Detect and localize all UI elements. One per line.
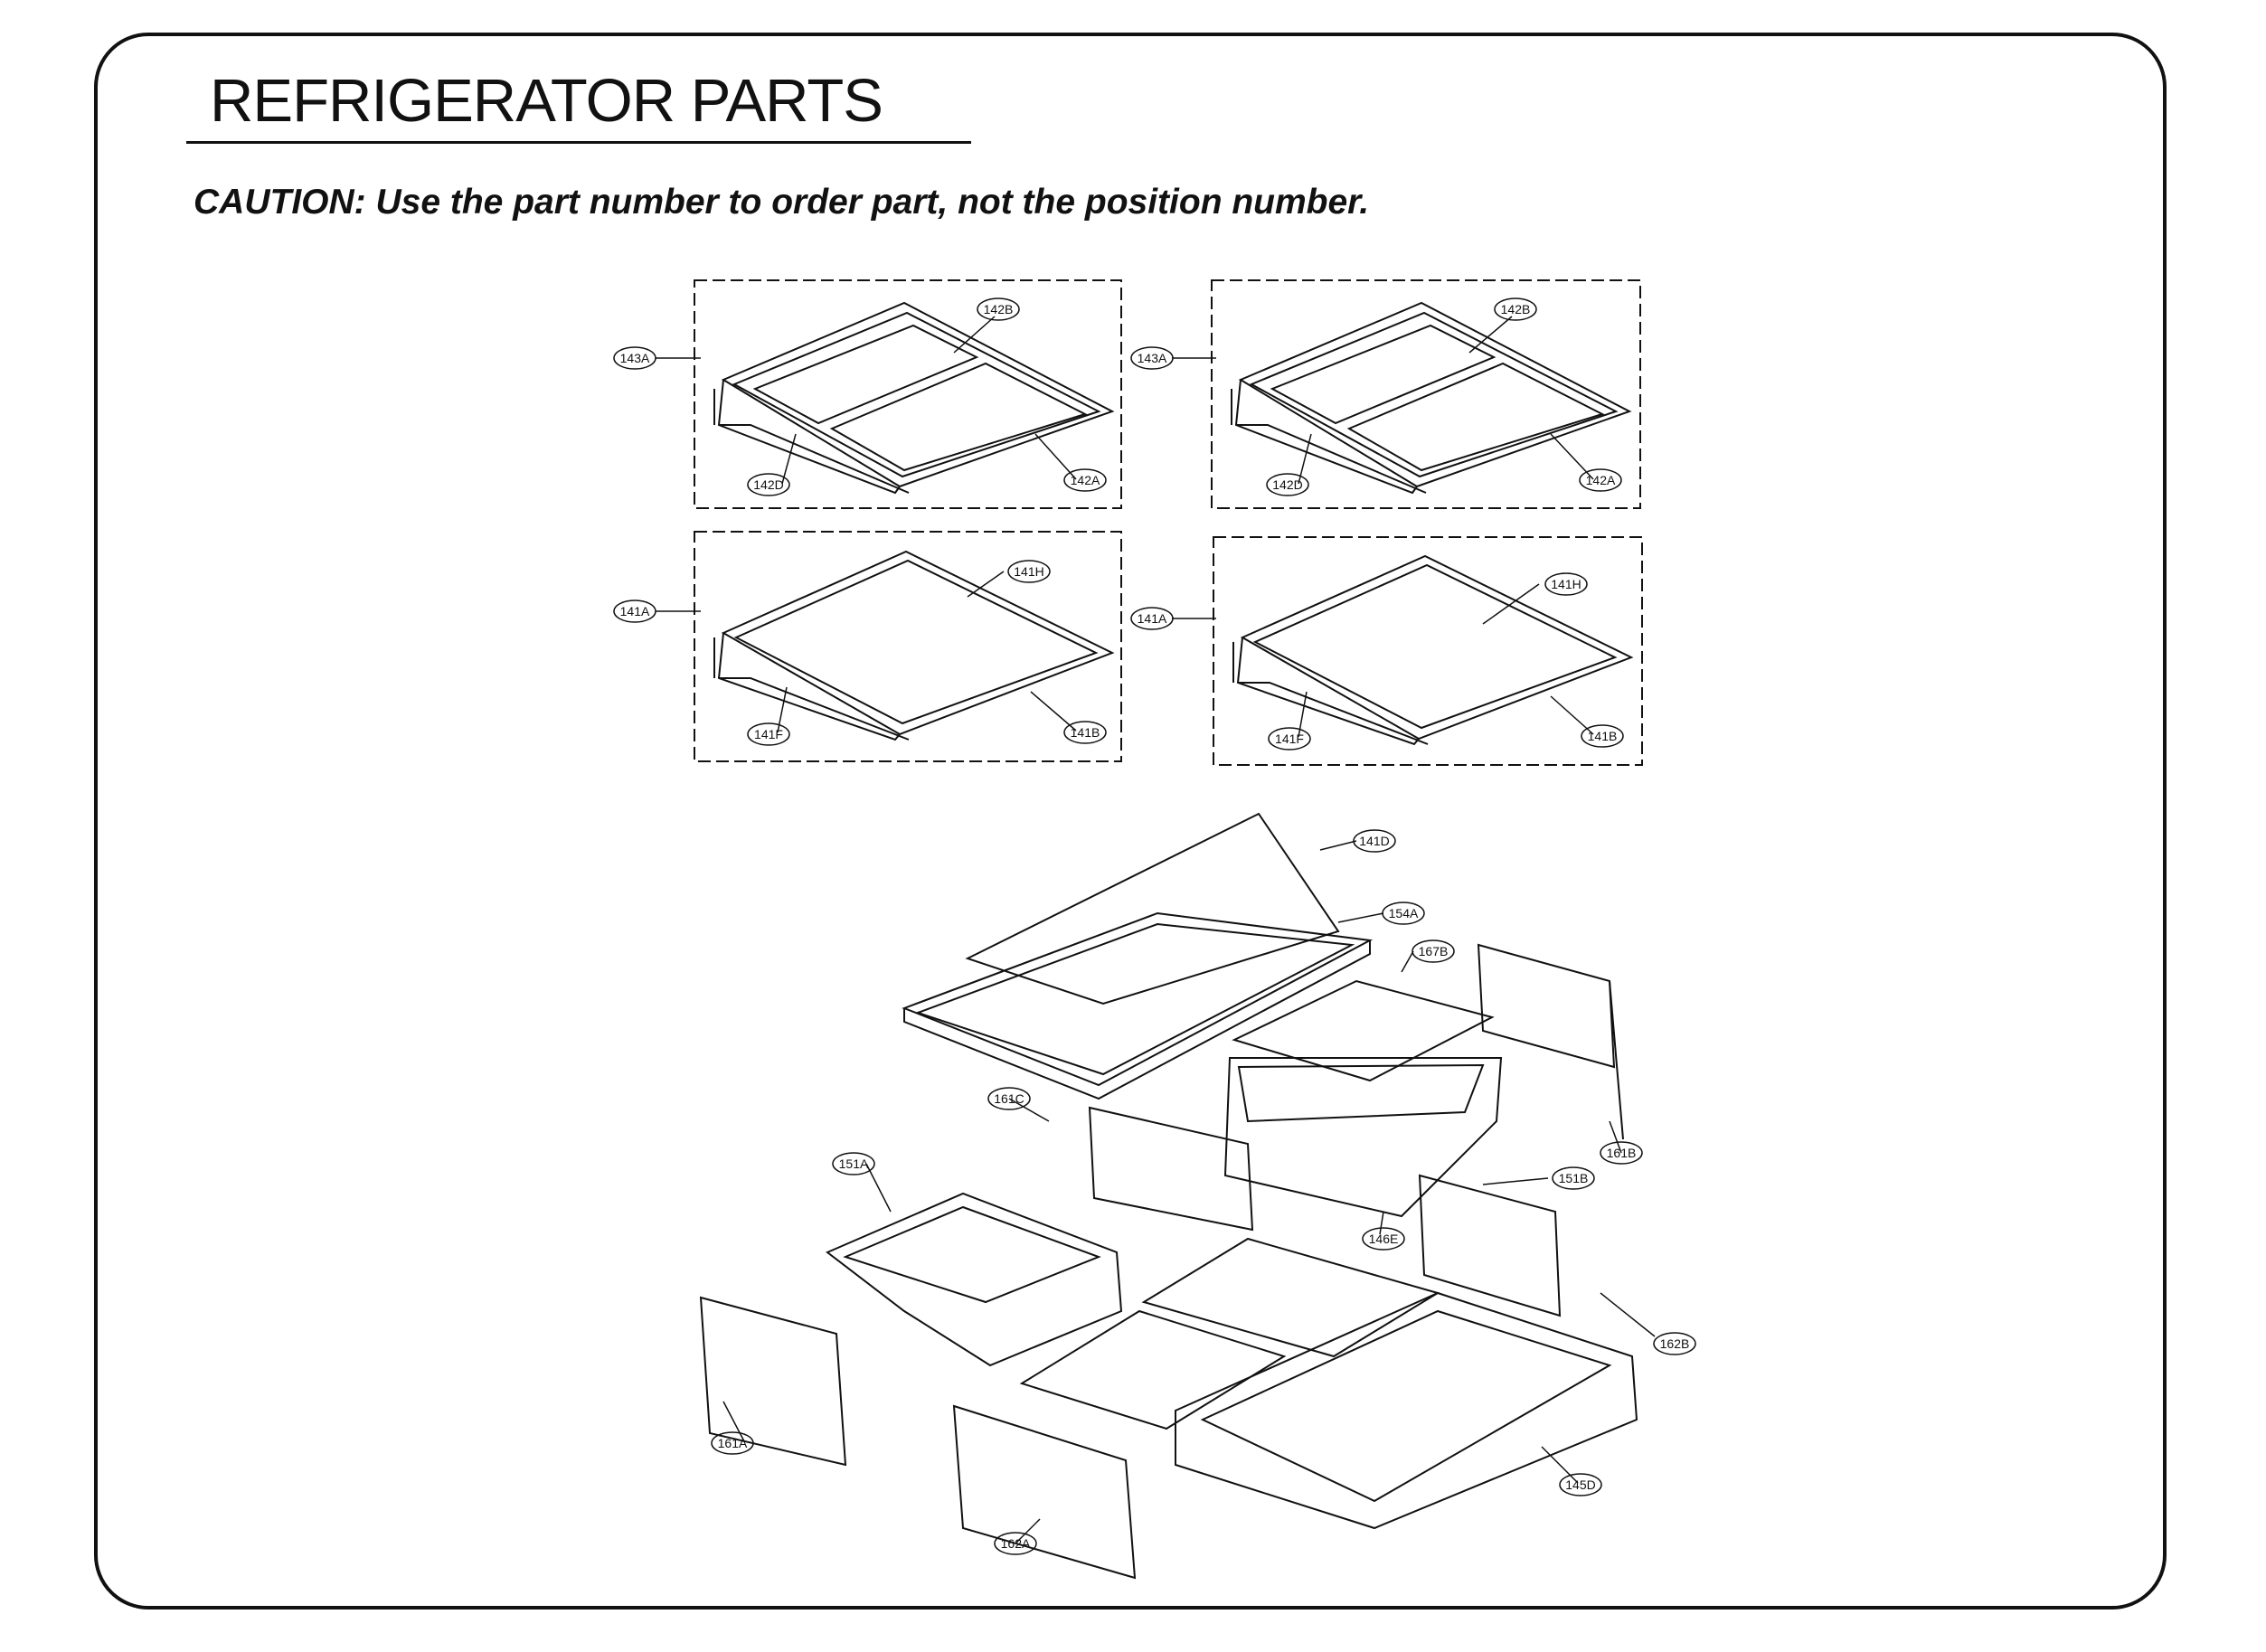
- crisper-assembly: [699, 812, 1638, 1580]
- end-panel-162b: [1418, 1174, 1562, 1317]
- callout-141A-right: 141A: [1138, 611, 1167, 626]
- callout-141B-right: 141B: [1588, 729, 1618, 743]
- callout-141B-left: 141B: [1071, 725, 1100, 740]
- callout-151B: 151B: [1559, 1171, 1589, 1185]
- callout-141F-right: 141F: [1275, 732, 1304, 746]
- callout-146E: 146E: [1369, 1232, 1399, 1246]
- callout-161A: 161A: [718, 1436, 748, 1450]
- callout-143A-right: 143A: [1138, 351, 1167, 365]
- drawer-151b: [1223, 1057, 1503, 1218]
- split-shelf-left: [694, 279, 1122, 509]
- caution-note: CAUTION: Use the part number to order pa…: [194, 183, 1370, 222]
- center-tray-upper: [1141, 1237, 1440, 1358]
- callout-142A-left: 142A: [1071, 473, 1100, 487]
- callout-162A: 162A: [1001, 1536, 1031, 1551]
- crisper-tray-145d: [1175, 1291, 1638, 1530]
- callout-162B: 162B: [1660, 1336, 1690, 1351]
- callout-142A-right: 142A: [1586, 473, 1616, 487]
- glass-shelf-left: [694, 531, 1122, 762]
- callout-167B: 167B: [1419, 944, 1449, 958]
- title-underline: [186, 141, 971, 144]
- end-panel-161b: [1477, 943, 1616, 1069]
- support-162a: [952, 1404, 1137, 1580]
- callout-141D: 141D: [1359, 834, 1389, 848]
- bracket-161c: [1088, 1106, 1254, 1232]
- callout-154A: 154A: [1389, 906, 1419, 920]
- glass-panel: [965, 812, 1340, 1005]
- callout-141H-left: 141H: [1014, 564, 1043, 579]
- end-panel-161a: [699, 1296, 847, 1467]
- glass-shelf-right: [1213, 536, 1643, 766]
- center-tray-lower: [1019, 1309, 1287, 1430]
- page-title: REFRIGERATOR PARTS: [210, 67, 883, 135]
- callout-142D-left: 142D: [753, 477, 783, 492]
- diagram-frame: [94, 33, 2167, 1610]
- callout-161C: 161C: [994, 1091, 1024, 1106]
- callout-151A: 151A: [839, 1156, 869, 1171]
- drawer-151a: [826, 1192, 1123, 1367]
- callouts: [613, 297, 1696, 1555]
- leader-lines: [656, 316, 1656, 1544]
- callout-142B-right: 142B: [1501, 302, 1531, 316]
- callout-142B-left: 142B: [984, 302, 1014, 316]
- callout-161B: 161B: [1607, 1146, 1637, 1160]
- callout-141H-right: 141H: [1551, 577, 1581, 591]
- callout-141A-left: 141A: [620, 604, 650, 618]
- callout-143A-left: 143A: [620, 351, 650, 365]
- callout-141F-left: 141F: [754, 727, 783, 741]
- callout-142D-right: 142D: [1272, 477, 1302, 492]
- callout-145D: 145D: [1565, 1477, 1595, 1492]
- split-shelf-right: [1211, 279, 1641, 509]
